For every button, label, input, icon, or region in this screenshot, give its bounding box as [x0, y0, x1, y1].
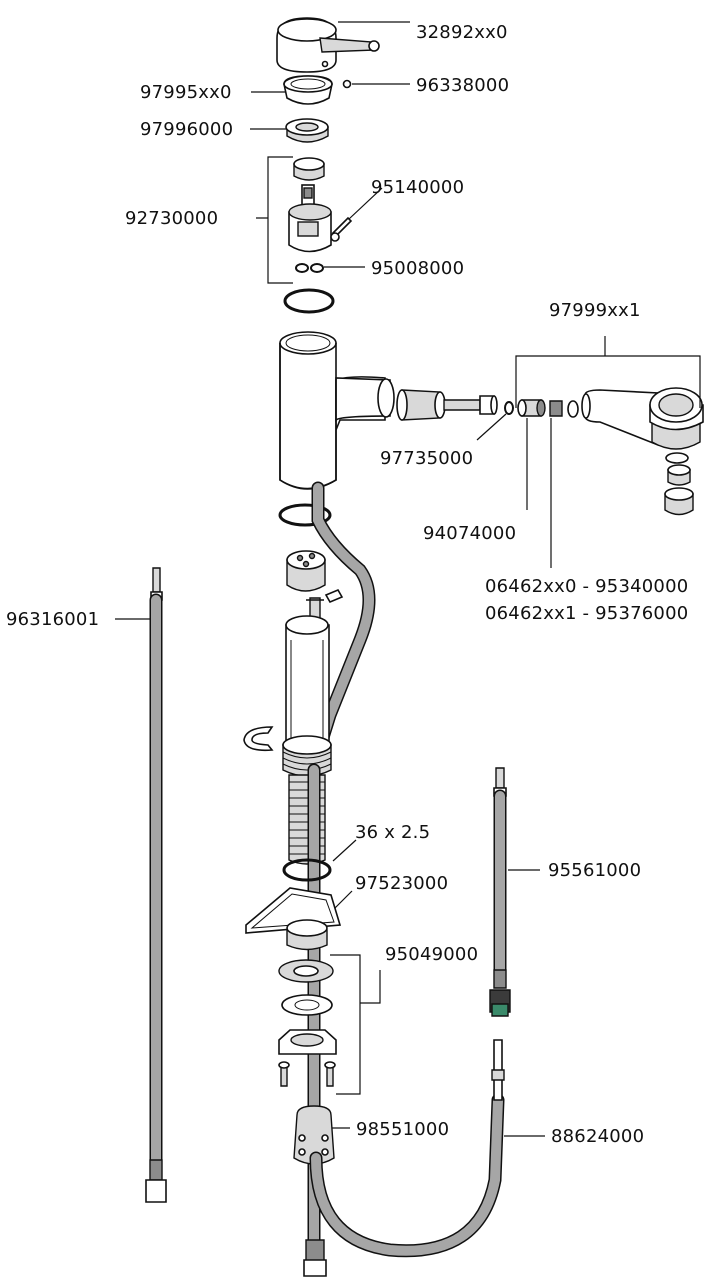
- mounting-shank-part: [282, 615, 332, 865]
- label-aerator-1: 06462xx0 - 95340000: [485, 576, 688, 597]
- cover-cap-part: [283, 75, 333, 105]
- cartridge-part: [288, 157, 332, 253]
- faucet-body-part: [279, 331, 395, 490]
- base-plate-part: [245, 887, 342, 951]
- small-ring-part: [504, 401, 514, 415]
- bottom-connector-part: [303, 1239, 327, 1277]
- check-valve-part: [517, 399, 546, 417]
- label-oring-size: 36 x 2.5: [355, 822, 430, 843]
- label-cover-cap: 97995xx0: [140, 82, 232, 103]
- label-nut: 97996000: [140, 119, 233, 140]
- label-setscrew: 96338000: [416, 75, 509, 96]
- handle-part: [276, 17, 380, 73]
- label-supply-hose-left: 96316001: [6, 609, 99, 630]
- label-orings: 95008000: [371, 258, 464, 279]
- cartridge-seal-ring: [283, 288, 335, 314]
- orings-part: [295, 263, 324, 273]
- nut-part: [285, 118, 329, 143]
- label-screw: 95140000: [371, 177, 464, 198]
- connector-part: [396, 389, 498, 421]
- aerator-part: [549, 400, 579, 418]
- label-base-plate: 97523000: [355, 873, 448, 894]
- inner-hose: [309, 481, 376, 767]
- supply-hose-right: [489, 767, 511, 1017]
- oring-36x2.5: [282, 858, 332, 882]
- diverter-part: [286, 550, 344, 604]
- label-aerator-2: 06462xx1 - 95376000: [485, 603, 688, 624]
- label-check-valve: 94074000: [423, 523, 516, 544]
- mounting-set-part: [278, 959, 337, 1087]
- supply-hose-left: [145, 567, 167, 1203]
- screw-part: [330, 216, 353, 242]
- label-weight: 98551000: [356, 1119, 449, 1140]
- label-mounting-set: 95049000: [385, 944, 478, 965]
- label-spray-head: 97999xx1: [549, 300, 641, 321]
- label-connector: 97735000: [380, 448, 473, 469]
- clip-part: [243, 726, 274, 752]
- label-handle: 32892xx0: [416, 22, 508, 43]
- setscrew-part: [342, 79, 352, 89]
- spray-head-part: [581, 387, 704, 516]
- leader-lines: [115, 21, 701, 1137]
- label-supply-hose-right: 95561000: [548, 860, 641, 881]
- body-seal-ring: [278, 503, 332, 527]
- label-pullout-hose: 88624000: [551, 1126, 644, 1147]
- label-cartridge: 92730000: [125, 208, 218, 229]
- pullout-hose-loop: [309, 1039, 505, 1258]
